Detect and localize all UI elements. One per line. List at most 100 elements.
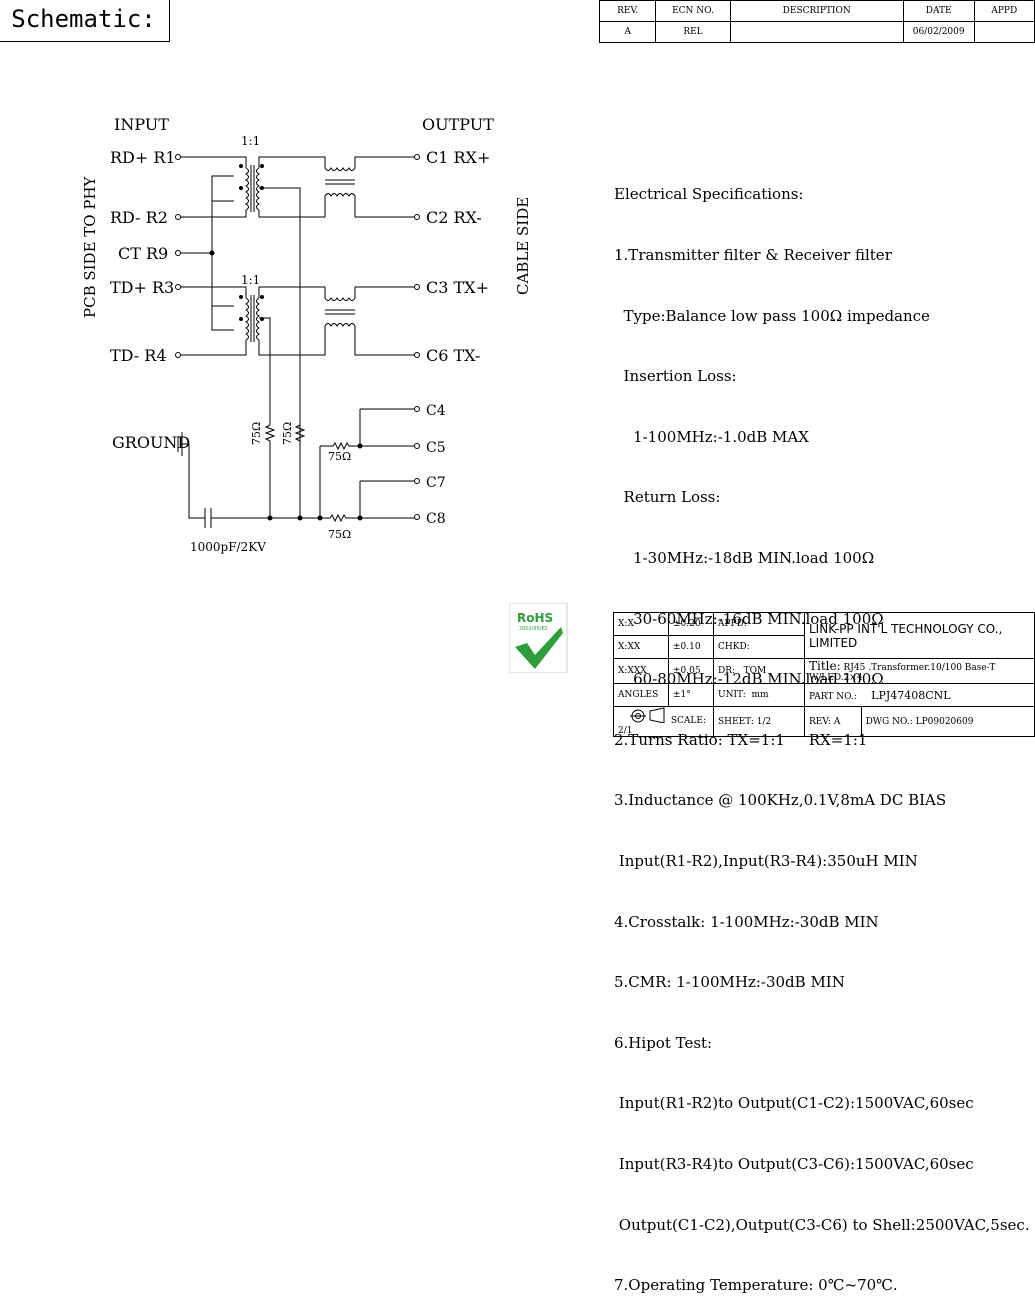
scale-value: 2/1 xyxy=(618,726,633,736)
chkd-label: CHKD: xyxy=(713,635,805,659)
sheet-value: 1/2 xyxy=(756,716,772,727)
spec-line: Input(R3-R4)to Output(C3-C6):1500VAC,60s… xyxy=(614,1154,974,1173)
ratio-bottom: 1:1 xyxy=(241,273,260,287)
output-label: OUTPUT xyxy=(422,115,494,134)
spec-line: Electrical Specifications: xyxy=(614,185,804,204)
part-value: LPJ47408CNL xyxy=(871,688,951,702)
part-label: PART NO.: xyxy=(809,691,857,702)
drawn-by: DR: TOM xyxy=(713,658,805,684)
rev-cell-appd xyxy=(973,21,1035,43)
pin-c8: C8 xyxy=(426,511,446,527)
pin-rd-plus: RD+ R1 xyxy=(110,148,176,167)
page-title: Schematic: xyxy=(0,0,170,42)
transformer-rx xyxy=(181,156,415,462)
pin-ct: CT R9 xyxy=(118,244,168,263)
rohs-logo: RoHS 2002/95/EC xyxy=(509,603,568,673)
rohs-sub: 2002/95/EC xyxy=(519,626,549,632)
angles-value: ±1° xyxy=(668,683,714,707)
spec-line: 4.Crosstalk: 1-100MHz:-30dB MIN xyxy=(614,912,879,931)
rev-header-rev: REV. xyxy=(598,0,657,22)
pin-rd-minus: RD- R2 xyxy=(110,208,168,227)
res-label-3: 75Ω xyxy=(328,450,351,463)
unit-value: mm xyxy=(751,690,769,700)
tol-label: X:XX xyxy=(613,635,669,659)
sheet-cell: SHEET: 1/2 xyxy=(713,706,805,737)
spec-line: Output(C1-C2),Output(C3-C6) to Shell:250… xyxy=(614,1215,1030,1234)
angles-label: ANGLES xyxy=(613,683,669,707)
side-label-right: CABLE SIDE xyxy=(514,197,532,295)
pin-td-minus: TD- R4 xyxy=(110,346,167,365)
pin-c5: C5 xyxy=(426,440,446,456)
res-label-4: 75Ω xyxy=(328,528,351,541)
spec-line: 1.Transmitter filter & Receiver filter xyxy=(614,246,892,264)
rev-cell-ecn: REL xyxy=(655,21,731,43)
rev-cell: REV: A xyxy=(804,706,862,737)
pin-terminals-right xyxy=(414,154,420,520)
title-value: RJ45 .Transformer.10/100 Base-T W/LED.2×… xyxy=(809,663,996,683)
rev-cell-date: 06/02/2009 xyxy=(902,21,975,43)
spec-line: 1-30MHz:-18dB MIN.load 100Ω xyxy=(614,548,875,567)
spec-line: 1-100MHz:-1.0dB MAX xyxy=(614,427,809,446)
projection-symbol-icon xyxy=(630,707,665,724)
company-name: LINK-PP INT'L TECHNOLOGY CO., LIMITED xyxy=(804,612,1035,659)
dr-value: TOM xyxy=(743,666,767,676)
ground-label: GROUND xyxy=(112,433,190,452)
dwg-cell: DWG NO.: LP09020609 xyxy=(860,706,1035,737)
rohs-label: RoHS xyxy=(517,611,553,625)
rev-header-date: DATE xyxy=(902,0,975,22)
tol-label: X:X xyxy=(613,612,669,636)
spec-line: Input(R1-R2)to Output(C1-C2):1500VAC,60s… xyxy=(614,1094,974,1113)
rev-header-ecn: ECN NO. xyxy=(655,0,731,22)
pin-td-plus: TD+ R3 xyxy=(110,278,174,297)
spec-line: Return Loss: xyxy=(614,488,721,507)
revision-table: REV. ECN NO. DESCRIPTION DATE APPD A REL… xyxy=(598,0,1035,43)
unit-cell: UNIT: mm xyxy=(713,683,805,707)
dwg-value: LP09020609 xyxy=(915,716,974,727)
tol-value: ±0.10 xyxy=(668,635,714,659)
rev-header-desc: DESCRIPTION xyxy=(729,0,904,22)
spec-line: 5.CMR: 1-100MHz:-30dB MIN xyxy=(614,973,845,992)
rev-value: A xyxy=(833,716,841,727)
pin-c4: C4 xyxy=(426,403,446,419)
check-icon xyxy=(515,627,563,669)
res-label-1: 75Ω xyxy=(250,422,263,445)
input-label: INPUT xyxy=(114,115,169,134)
title-cell: Title: RJ45 .Transformer.10/100 Base-T W… xyxy=(804,658,1035,684)
pin-c6: C6 TX- xyxy=(426,346,480,365)
dr-label: DR: xyxy=(718,666,736,676)
spec-line: 6.Hipot Test: xyxy=(614,1033,713,1052)
side-label-left: PCB SIDE TO PHY xyxy=(81,175,99,318)
ratio-top: 1:1 xyxy=(241,134,260,148)
part-cell: PART NO.: LPJ47408CNL xyxy=(804,683,1035,707)
tol-label: X:XXX xyxy=(613,658,669,684)
tol-value: ±0.20 xyxy=(668,612,714,636)
spec-line: 3.Inductance @ 100KHz,0.1V,8mA DC BIAS xyxy=(614,791,947,810)
rev-label: REV: xyxy=(809,716,831,727)
scale-label: SCALE: xyxy=(670,716,707,726)
spec-line: Type:Balance low pass 100Ω impedance xyxy=(614,306,930,325)
capacitor-label: 1000pF/2KV xyxy=(190,540,266,554)
spec-line: 7.Operating Temperature: 0℃~70℃. xyxy=(614,1276,898,1295)
unit-label: UNIT: xyxy=(718,690,746,700)
pin-c7: C7 xyxy=(426,475,446,491)
rev-cell-rev: A xyxy=(598,21,657,43)
transformer-tx xyxy=(181,286,415,425)
termination-resistors xyxy=(264,408,415,523)
pin-c3: C3 TX+ xyxy=(426,278,489,297)
center-tap xyxy=(181,201,215,306)
title-block: X:X ±0.20 APPD: LINK-PP INT'L TECHNOLOGY… xyxy=(613,612,1035,737)
sheet-label: SHEET: xyxy=(718,716,754,727)
dwg-label: DWG NO.: xyxy=(865,716,913,727)
spec-line: Input(R1-R2),Input(R3-R4):350uH MIN xyxy=(614,851,918,870)
tol-value: ±0.05 xyxy=(668,658,714,684)
title-label: Title: xyxy=(809,659,841,673)
rev-header-appd: APPD xyxy=(973,0,1035,22)
spec-line: Insertion Loss: xyxy=(614,367,737,386)
ground-capacitor xyxy=(177,432,323,528)
projection-cell: SCALE: 2/1 xyxy=(613,706,714,737)
pin-c1: C1 RX+ xyxy=(426,148,490,167)
schematic-diagram: INPUT OUTPUT 1:1 1:1 PCB SIDE TO PHY CAB… xyxy=(81,115,532,554)
res-label-2: 75Ω xyxy=(281,422,294,445)
rev-cell-desc xyxy=(729,21,904,43)
pin-terminals-left xyxy=(175,154,181,358)
